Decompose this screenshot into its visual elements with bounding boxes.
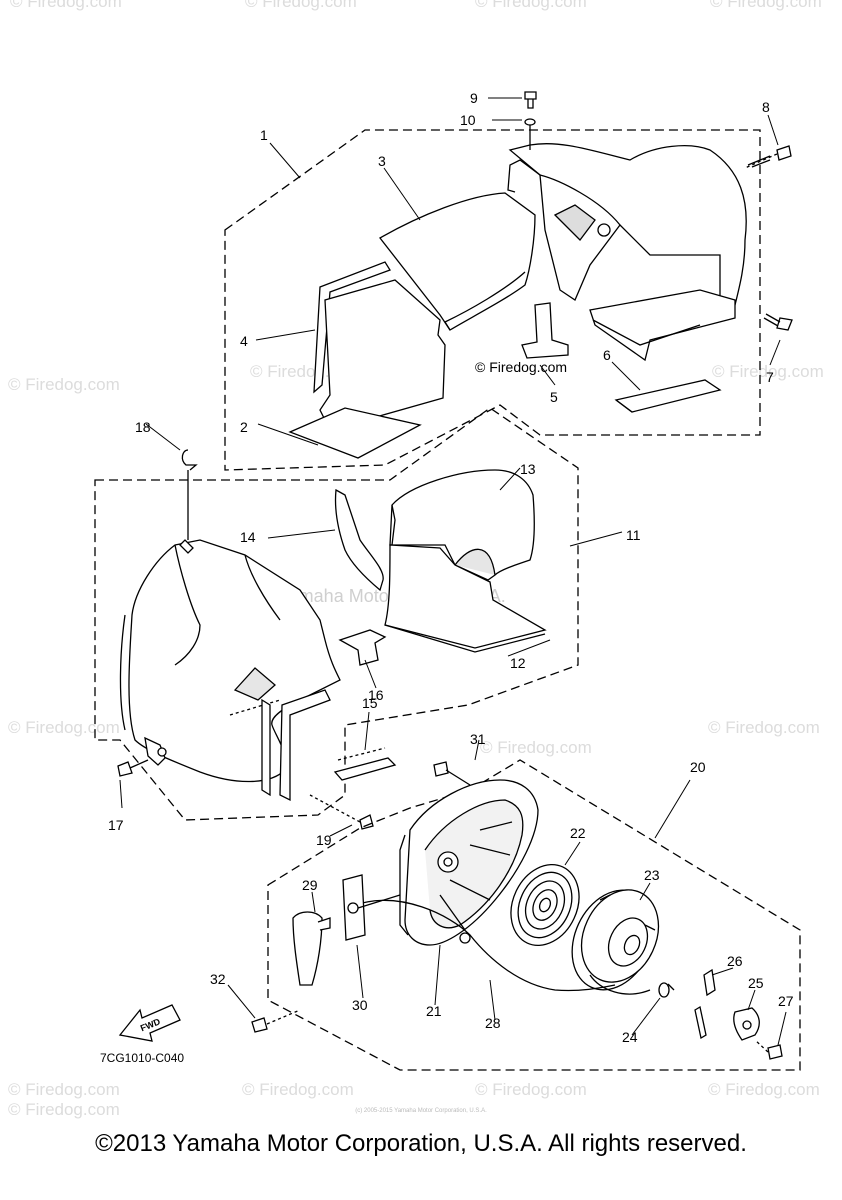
label-2: 2 [240,419,248,435]
part-6-pad [614,379,722,413]
label-4: 4 [240,333,248,349]
watermark-right-2: © Firedog.com [708,718,820,737]
watermark-top-left: © Firedog.com [10,0,122,11]
watermark-top-mid2: © Firedog.com [475,0,587,11]
part-29-handle [292,911,323,986]
part-16-block [338,629,387,666]
label-28: 28 [485,1015,501,1031]
label-12: 12 [510,655,526,671]
watermark-top-mid: © Firedog.com [245,0,357,11]
label-22: 22 [570,825,586,841]
watermark-left-4: © Firedog.com [8,1100,120,1119]
part-5-block [521,302,569,359]
watermark-left-3: © Firedog.com [8,1080,120,1099]
label-3: 3 [378,153,386,169]
watermark-right-3: © Firedog.com [708,1080,820,1099]
label-23: 23 [644,867,660,883]
label-30: 30 [352,997,368,1013]
label-14: 14 [240,529,256,545]
assembly-20-outline [267,759,801,1071]
label-7: 7 [766,369,774,385]
part-14-panel [334,488,384,592]
assembly-1-outline [224,129,761,471]
part-32-screw [251,1017,268,1033]
part-31-screw [433,761,449,777]
label-21: 21 [426,1003,442,1019]
part-28-rope [354,899,616,992]
part-17-screw [117,761,133,777]
label-18: 18 [135,419,151,435]
part-9-bolt [524,91,537,109]
part-24-washer [658,982,670,998]
part-26-pawl [703,968,716,997]
assembly-11-outline [94,407,579,821]
part-19-screw [359,814,374,830]
small-copyright-note: (c) 2005-2015 Yamaha Motor Corporation, … [355,1108,487,1114]
part-22-spring [510,863,580,947]
part-3-panel [379,192,536,331]
part-10-washer [524,118,536,126]
diagram-code: 7CG1010-C040 [100,1051,184,1065]
label-29: 29 [302,877,318,893]
watermark-top-right: © Firedog.com [710,0,822,11]
part-2-panel [319,279,446,431]
watermark-left-2: © Firedog.com [8,718,120,737]
watermark-left-1: © Firedog.com [8,375,120,394]
label-19: 19 [316,832,332,848]
label-9: 9 [470,90,478,106]
watermark-right-1: © Firedog.com [712,362,824,381]
part-27-screw [767,1044,783,1060]
part-7-screw [776,317,793,331]
part-8-screw [776,145,792,161]
label-16: 16 [368,687,384,703]
part-4-panel [313,261,391,394]
fwd-arrow-icon [118,1004,181,1042]
label-17: 17 [108,817,124,833]
label-13: 13 [520,461,536,477]
part-11-main-housing [128,539,341,783]
label-31: 31 [470,731,486,747]
part-18-clip [181,449,198,471]
copyright-footer: ©2013 Yamaha Motor Corporation, U.S.A. A… [95,1130,747,1157]
label-25: 25 [748,975,764,991]
label-26: 26 [727,953,743,969]
part-15-pad [333,757,397,781]
part-12-shell [384,544,547,649]
watermark-mid-4: © Firedog.com [475,1080,587,1099]
label-15: 15 [362,695,378,711]
label-8: 8 [762,99,770,115]
watermark-mid-3: © Firedog.com [242,1080,354,1099]
watermark-mid-2: © Firedog.com [480,738,592,757]
label-1: 1 [260,127,268,143]
label-27: 27 [778,993,794,1009]
diagram-watermark: © Firedog.com [475,359,567,375]
part-23-reel [571,889,660,995]
label-32: 32 [210,971,226,987]
label-6: 6 [603,347,611,363]
label-24: 24 [622,1029,638,1045]
label-11: 11 [626,527,641,543]
label-20: 20 [690,759,706,775]
label-5: 5 [550,389,558,405]
part-13-cover [389,469,535,581]
part-1-main-cover [508,143,747,317]
label-10: 10 [460,112,476,128]
